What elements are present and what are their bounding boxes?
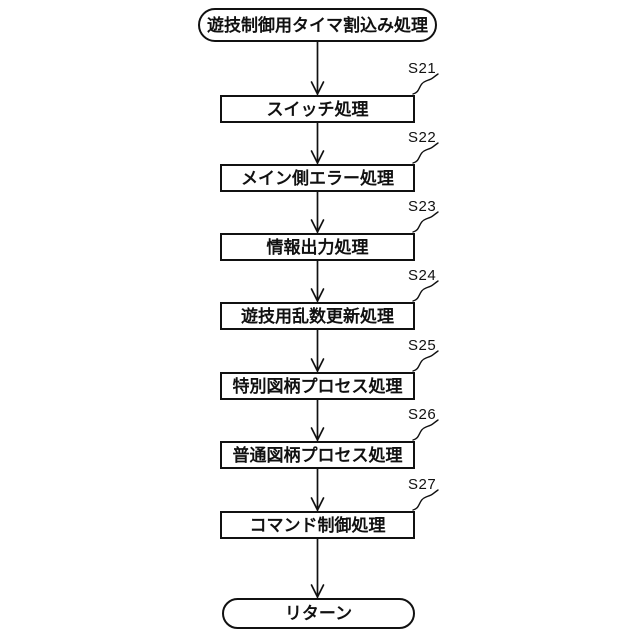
process-box-s23: 情報出力処理: [220, 233, 415, 261]
terminal-end-label: リターン: [284, 604, 353, 623]
step-id-s21: S21: [408, 60, 437, 77]
process-box-s27: コマンド制御処理: [220, 511, 415, 539]
process-box-s21: スイッチ処理: [220, 95, 415, 123]
process-label: スイッチ処理: [266, 99, 369, 119]
process-label: 特別図柄プロセス処理: [232, 376, 403, 396]
flow-arrow: [310, 122, 325, 165]
leader-line: [412, 350, 439, 372]
flow-arrow: [310, 329, 325, 373]
process-box-s25: 特別図柄プロセス処理: [220, 372, 415, 400]
process-box-s26: 普通図柄プロセス処理: [220, 441, 415, 469]
process-box-s24: 遊技用乱数更新処理: [220, 302, 415, 330]
step-id-s27: S27: [408, 476, 437, 493]
flow-arrow: [310, 260, 325, 303]
step-id-s23: S23: [408, 198, 437, 215]
leader-line: [412, 280, 439, 302]
step-id-s25: S25: [408, 337, 437, 354]
terminal-start-label: 遊技制御用タイマ割込み処理: [207, 15, 428, 35]
flow-arrow: [310, 41, 325, 96]
terminal-end: リターン: [222, 598, 415, 629]
process-label: コマンド制御処理: [249, 515, 386, 535]
terminal-start: 遊技制御用タイマ割込み処理: [198, 8, 437, 42]
step-id-s24: S24: [408, 267, 437, 284]
step-id-s26: S26: [408, 406, 437, 423]
flow-arrow: [310, 399, 325, 442]
process-label: 遊技用乱数更新処理: [241, 306, 394, 326]
leader-line: [412, 142, 439, 164]
leader-line: [412, 419, 439, 441]
step-id-s22: S22: [408, 129, 437, 146]
leader-line: [412, 489, 439, 511]
flow-arrow: [310, 191, 325, 234]
process-box-s22: メイン側エラー処理: [220, 164, 415, 192]
flow-arrow: [310, 538, 325, 599]
leader-line: [412, 73, 439, 95]
process-label: メイン側エラー処理: [241, 168, 394, 188]
process-label: 情報出力処理: [266, 237, 369, 257]
process-label: 普通図柄プロセス処理: [232, 445, 403, 465]
leader-line: [412, 211, 439, 233]
flow-arrow: [310, 468, 325, 512]
